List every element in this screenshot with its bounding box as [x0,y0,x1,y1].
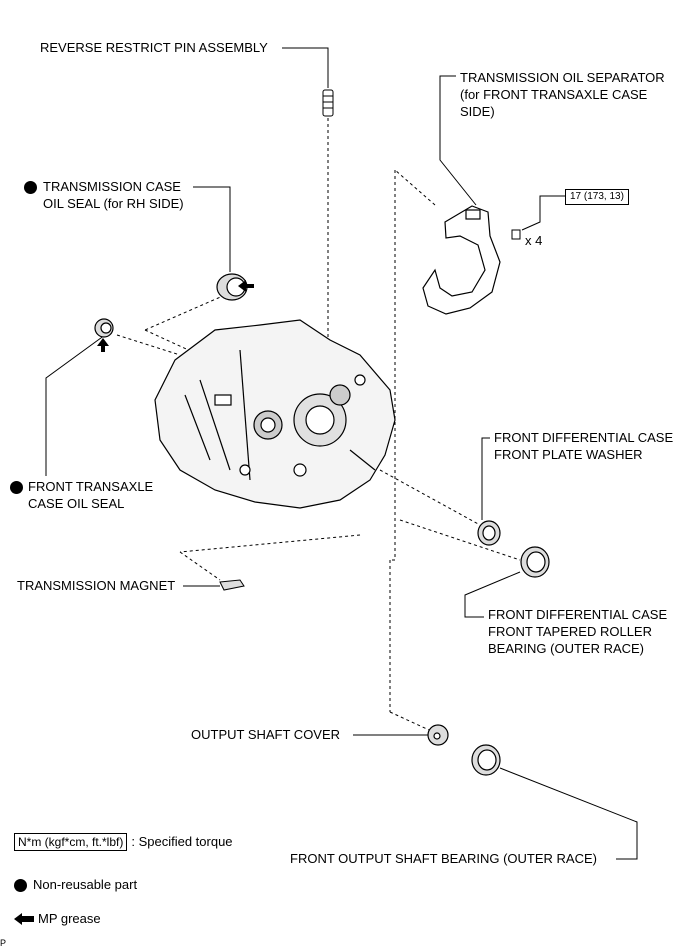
label-transaxle-seal-2: CASE OIL SEAL [28,496,125,511]
footer-code: P [0,938,7,948]
label-shaft-bearing: FRONT OUTPUT SHAFT BEARING (OUTER RACE) [290,851,597,866]
label-shaft-cover: OUTPUT SHAFT COVER [191,727,341,742]
label-transaxle-seal-1: FRONT TRANSAXLE [28,479,154,494]
plate-washer-part [477,520,501,546]
legend-torque: N*m (kgf*cm, ft.*lbf) : Specified torque [14,833,233,851]
bolt-count: x 4 [525,233,543,248]
reverse-pin-part [322,89,334,117]
transaxle-seal-part [94,318,114,338]
leader-reverse-pin [282,47,329,88]
legend-torque-box: N*m (kgf*cm, ft.*lbf) [14,833,128,851]
leader-roller-bearing [464,571,521,618]
legend-torque-text: : Specified torque [131,834,233,849]
leader-torque [521,195,565,231]
torque-value-box: 17 (173, 13) [565,189,629,205]
legend-nonreusable-text: Non-reusable part [33,877,138,892]
nonreusable-dot-icon [14,878,27,892]
label-plate-washer-1: FRONT DIFFERENTIAL CASE [494,430,674,445]
grease-arrow-icon [14,913,34,925]
label-roller-bearing-2: FRONT TAPERED ROLLER [488,624,652,639]
label-oil-separator-2: (for FRONT TRANSAXLE CASE [460,87,648,102]
leader-plate-washer [481,437,490,520]
label-plate-washer-2: FRONT PLATE WASHER [494,447,643,462]
leader-transaxle-seal [45,334,106,476]
shaft-cover-part [427,724,449,746]
label-roller-bearing-1: FRONT DIFFERENTIAL CASE [488,607,668,622]
bolt-part [511,229,521,240]
label-case-seal-2: OIL SEAL (for RH SIDE) [43,196,184,211]
leader-case-seal [193,186,231,272]
oil-separator-part [422,205,501,315]
label-oil-separator-3: SIDE) [460,104,495,119]
transmission-case-part [154,319,396,509]
roller-bearing-part [520,546,550,578]
label-case-seal-1: TRANSMISSION CASE [43,179,181,194]
label-roller-bearing-3: BEARING (OUTER RACE) [488,641,645,656]
label-oil-separator-1: TRANSMISSION OIL SEPARATOR [460,70,665,85]
legend-nonreusable: Non-reusable part [14,876,137,894]
nonreusable-dot-icon [10,481,23,494]
legend-grease: MP grease [14,910,101,928]
legend-grease-text: MP grease [38,911,101,926]
magnet-part [219,579,245,591]
leader-shaft-bearing [499,767,638,860]
nonreusable-dot-icon [24,181,37,194]
leader-oil-separator [439,75,477,206]
grease-arrow-icon [97,280,254,352]
label-reverse-pin: REVERSE RESTRICT PIN ASSEMBLY [40,40,268,55]
label-magnet: TRANSMISSION MAGNET [17,578,176,593]
shaft-bearing-part [471,744,501,776]
